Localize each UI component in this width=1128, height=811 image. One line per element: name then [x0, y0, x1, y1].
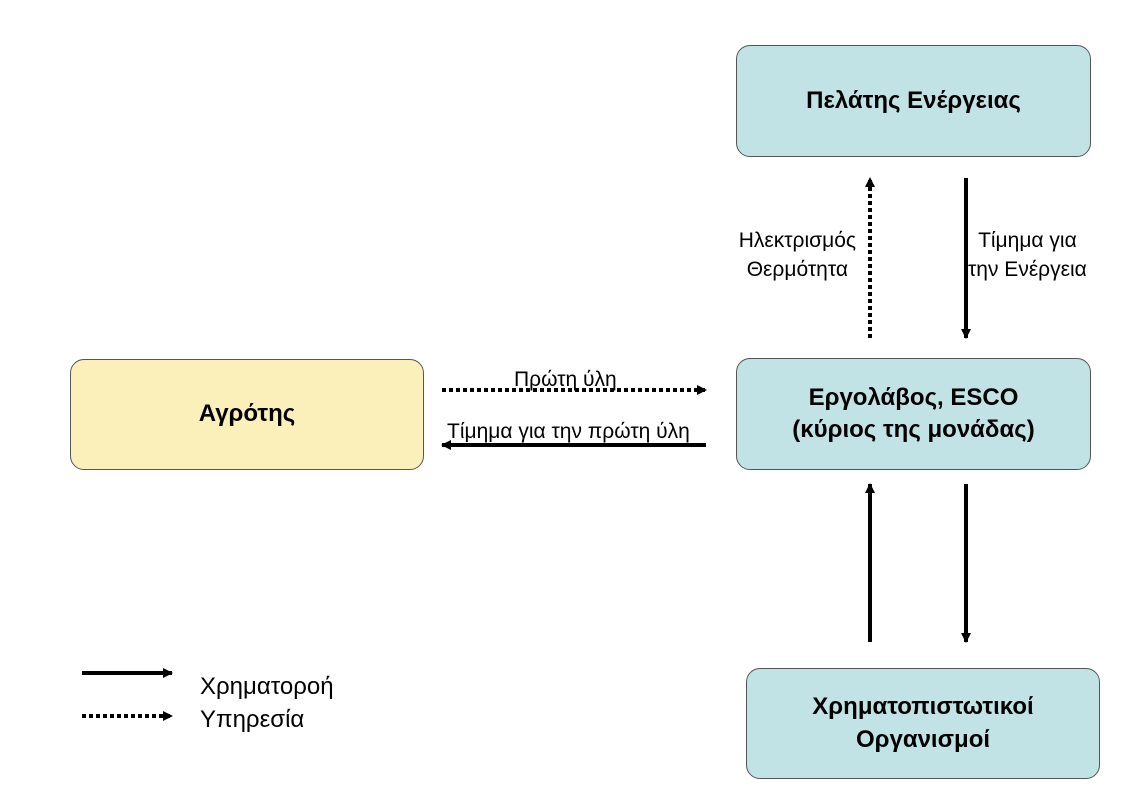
payment-energy-label: Τίμημα για την Ενέργεια	[968, 226, 1087, 285]
esco-node: Εργολάβος, ESCO (κύριος της μονάδας)	[736, 358, 1091, 470]
financial-institutions-node: Χρηματοπιστωτικοί Οργανισμοί	[746, 668, 1100, 779]
payment-energy-line2: την Ενέργεια	[968, 258, 1087, 282]
electricity-label-line2: Θερμότητα	[746, 258, 848, 282]
finance-label-line1: Χρηματοπιστωτικοί	[812, 693, 1034, 721]
electricity-heat-label: Ηλεκτρισμός Θερμότητα	[739, 226, 856, 285]
farmer-label: Αγρότης	[198, 400, 296, 428]
farmer-node: Αγρότης	[70, 359, 424, 470]
esco-label-line2: (κύριος της μονάδας)	[792, 416, 1035, 443]
payment-energy-line1: Τίμημα για	[978, 229, 1077, 252]
payment-raw-label: Τίμημα για την πρώτη ύλη	[447, 420, 690, 443]
electricity-label-line1: Ηλεκτρισμός	[738, 229, 856, 252]
energy-customer-label: Πελάτης Ενέργειας	[806, 86, 1021, 114]
energy-customer-node: Πελάτης Ενέργειας	[736, 45, 1091, 157]
finance-label-line2: Οργανισμοί	[855, 725, 991, 753]
esco-label-line1: Εργολάβος, ESCO	[808, 383, 1019, 411]
raw-material-label: Πρώτη ύλη	[514, 368, 617, 391]
legend-money-flow-label: Χρηματοροή	[200, 673, 334, 700]
legend-service-label: Υπηρεσία	[200, 706, 305, 733]
